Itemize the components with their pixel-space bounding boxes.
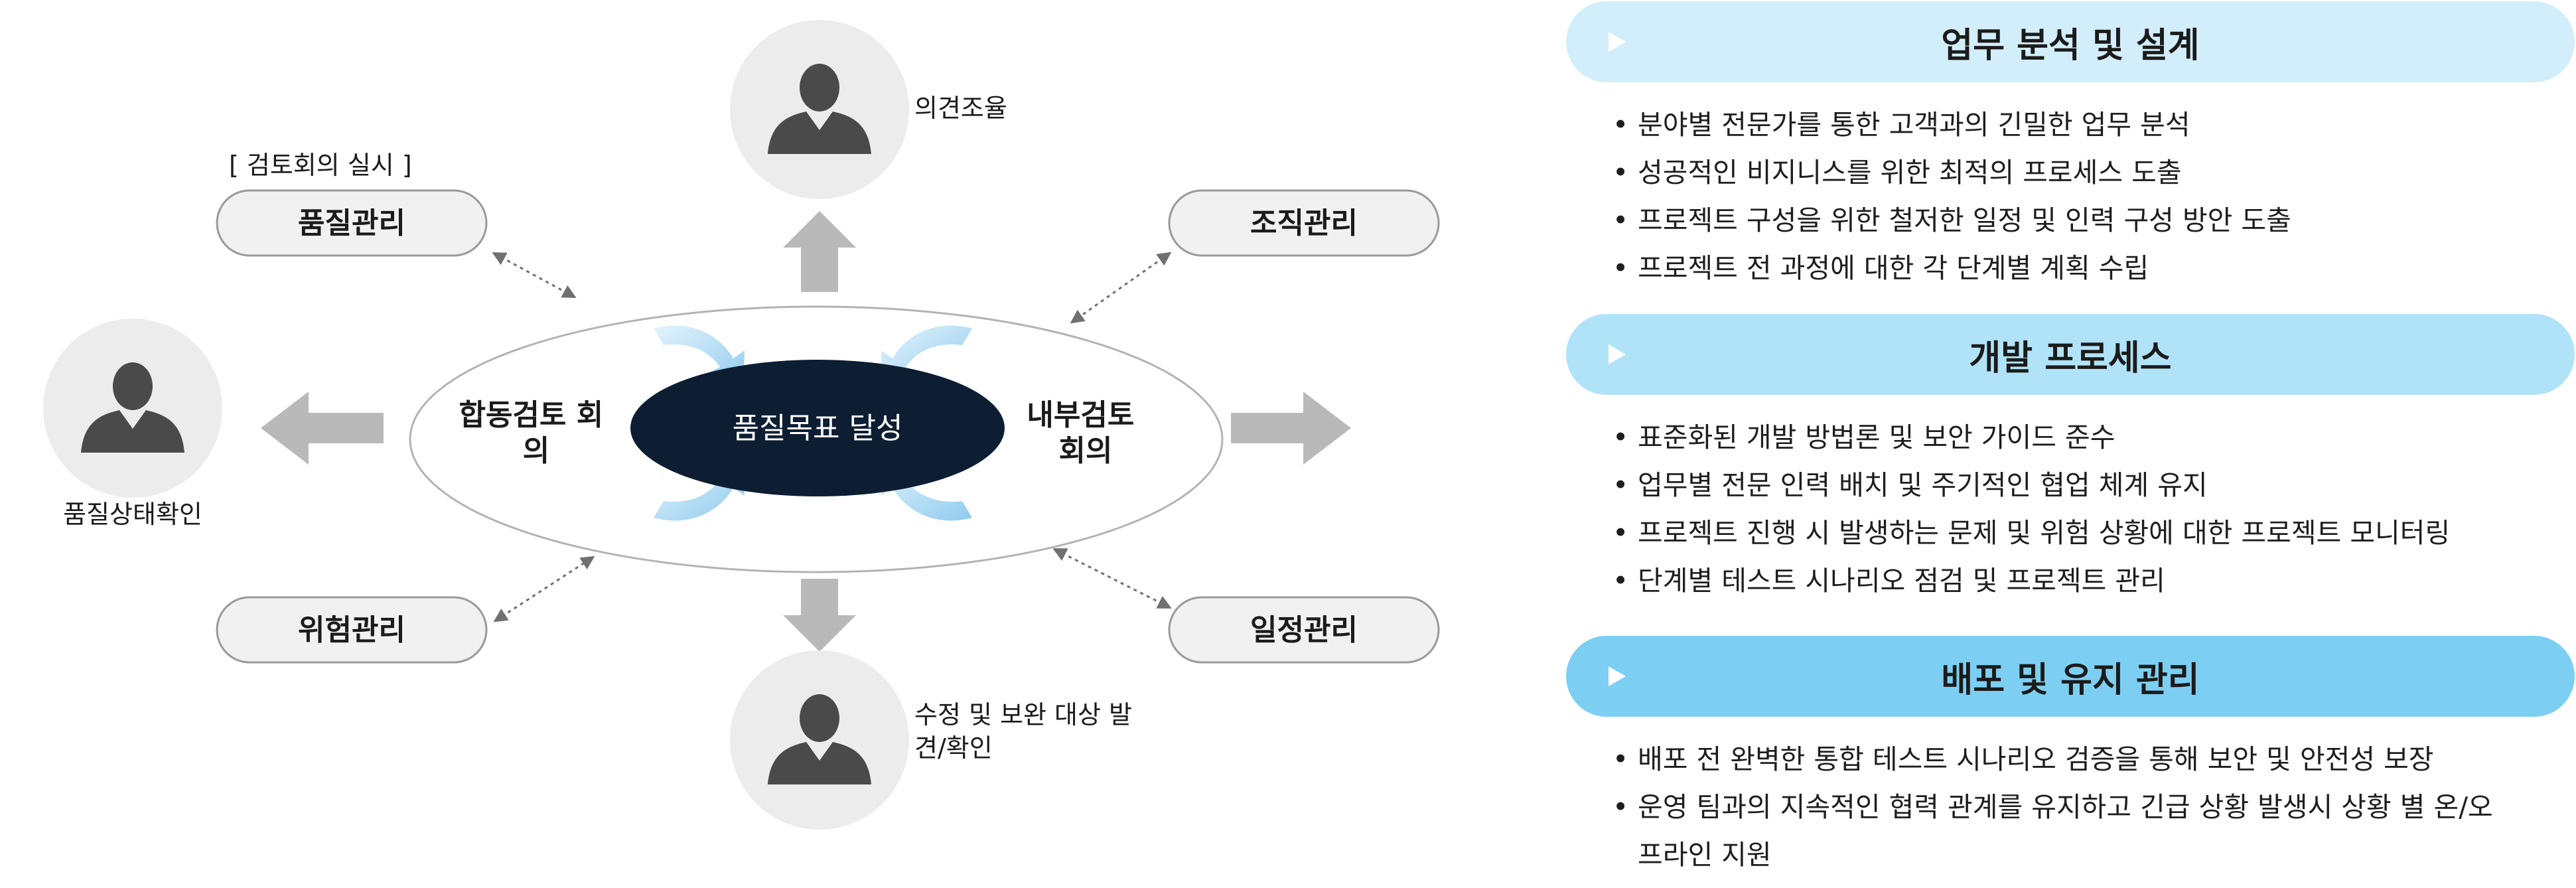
panel-header: 업무 분석 및 설계	[1566, 1, 2575, 82]
list-item: •분야별 전문가를 통한 고객과의 긴밀한 업무 분석	[1612, 101, 2291, 149]
list-item: •프로젝트 구성을 위한 철저한 일정 및 인력 구성 방안 도출	[1612, 196, 2291, 244]
panel-bullet-list: •배포 전 완벽한 통합 테스트 시나리오 검증을 통해 보안 및 안전성 보장…	[1612, 735, 2500, 879]
joint-review-label: 합동검토 회 의	[459, 398, 613, 468]
arrow-up	[783, 211, 856, 292]
bullet-icon: •	[1612, 157, 1629, 188]
pill-risk-label: 위험관리	[298, 613, 405, 647]
arrow-down	[783, 579, 856, 652]
review-meeting-note: [ 검토회의 실시 ]	[229, 151, 412, 180]
connector-risk	[493, 555, 595, 623]
play-triangle-icon	[1609, 32, 1626, 52]
pill-organization: 조직관리	[1168, 189, 1440, 257]
panel-title: 업무 분석 및 설계	[1941, 25, 2200, 66]
review-cycle-ellipse	[409, 305, 1224, 573]
bullet-icon: •	[1612, 109, 1629, 141]
bullet-icon: •	[1612, 469, 1629, 501]
center-goal-label: 품질목표 달성	[733, 411, 903, 445]
pill-organization-label: 조직관리	[1250, 206, 1358, 240]
bullet-icon: •	[1612, 791, 1629, 823]
pill-risk: 위험관리	[216, 596, 488, 664]
left-person-caption: 품질상태확인	[63, 500, 202, 529]
panel-bullet-list: •표준화된 개발 방법론 및 보안 가이드 준수 •업무별 전문 인력 배치 및…	[1612, 413, 2450, 605]
list-item: •프로젝트 전 과정에 대한 각 단계별 계획 수립	[1612, 244, 2291, 292]
bullet-icon: •	[1612, 743, 1629, 775]
pill-quality: 품질관리	[216, 189, 488, 257]
bullet-icon: •	[1612, 252, 1629, 284]
play-triangle-icon	[1609, 666, 1626, 686]
connector-quality	[492, 252, 577, 299]
panel-bullet-list: •분야별 전문가를 통한 고객과의 긴밀한 업무 분석 •성공적인 비지니스를 …	[1612, 101, 2291, 292]
person-top	[730, 20, 909, 199]
arrow-left	[261, 392, 384, 465]
connector-organization	[1070, 252, 1172, 324]
pill-quality-label: 품질관리	[298, 206, 405, 240]
pill-schedule: 일정관리	[1168, 596, 1440, 664]
list-item: •프로젝트 진행 시 발생하는 문제 및 위험 상황에 대한 프로젝트 모니터링	[1612, 509, 2450, 557]
bullet-icon: •	[1612, 565, 1629, 597]
list-item: •업무별 전문 인력 배치 및 주기적인 협업 체계 유지	[1612, 461, 2450, 509]
list-item: •운영 팀과의 지속적인 협력 관계를 유지하고 긴급 상황 발생시 상황 별 …	[1612, 783, 2500, 879]
top-person-caption: 의견조율	[914, 94, 1007, 123]
bullet-icon: •	[1612, 204, 1629, 236]
person-left	[43, 319, 222, 498]
bottom-person-caption: 수정 및 보완 대상 발 견/확인	[914, 700, 1140, 763]
list-item: •배포 전 완벽한 통합 테스트 시나리오 검증을 통해 보안 및 안전성 보장	[1612, 735, 2500, 783]
panel-title: 배포 및 유지 관리	[1941, 660, 2200, 700]
pill-schedule-label: 일정관리	[1250, 613, 1358, 647]
list-item: •표준화된 개발 방법론 및 보안 가이드 준수	[1612, 413, 2450, 461]
center-goal-ellipse	[630, 360, 1005, 496]
panel-title: 개발 프로세스	[1969, 338, 2172, 378]
panel-header: 개발 프로세스	[1566, 314, 2575, 395]
play-triangle-icon	[1609, 344, 1626, 364]
connector-schedule	[1052, 548, 1172, 609]
internal-review-label: 내부검토 회의	[1027, 398, 1144, 468]
list-item: •성공적인 비지니스를 위한 최적의 프로세스 도출	[1612, 149, 2291, 196]
list-item: •단계별 테스트 시나리오 점검 및 프로젝트 관리	[1612, 557, 2450, 605]
bullet-icon: •	[1612, 421, 1629, 453]
arrow-right	[1231, 392, 1351, 465]
bullet-icon: •	[1612, 517, 1629, 549]
person-bottom	[730, 650, 909, 830]
panel-header: 배포 및 유지 관리	[1566, 636, 2575, 717]
